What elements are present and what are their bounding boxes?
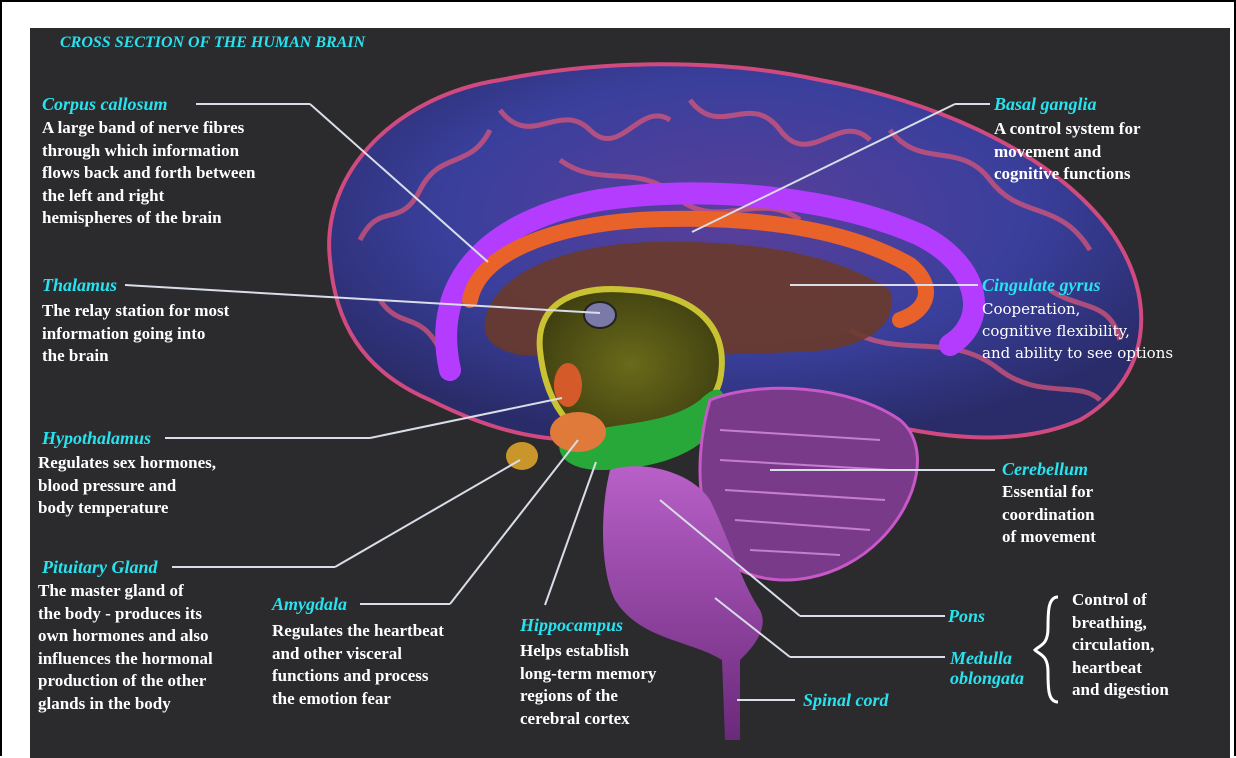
label-basal-ganglia: Basal ganglia [994, 94, 1097, 114]
desc-cingulate-gyrus: Cooperation, cognitive flexibility, and … [982, 298, 1173, 364]
desc-basal-ganglia: A control system for movement and cognit… [994, 118, 1141, 186]
desc-amygdala: Regulates the heartbeat and other viscer… [272, 620, 444, 710]
label-hypothalamus: Hypothalamus [42, 428, 151, 448]
label-thalamus: Thalamus [42, 275, 117, 295]
brainstem-brace [1035, 597, 1058, 702]
thalamus-node [584, 302, 616, 328]
label-amygdala: Amygdala [272, 594, 347, 614]
desc-cerebellum: Essential for coordination of movement [1002, 481, 1096, 549]
label-spinal-cord: Spinal cord [803, 690, 889, 710]
desc-hypothalamus: Regulates sex hormones, blood pressure a… [38, 452, 216, 520]
label-cingulate-gyrus: Cingulate gyrus [982, 275, 1101, 295]
label-corpus-callosum: Corpus callosum [42, 94, 168, 114]
desc-pituitary: The master gland of the body - produces … [38, 580, 213, 715]
label-pons: Pons [948, 606, 985, 626]
desc-brainstem-group: Control of breathing, circulation, heart… [1072, 589, 1169, 702]
cerebellum-shape [700, 388, 917, 580]
leader-hippocampus [545, 462, 596, 605]
label-hippocampus: Hippocampus [520, 615, 623, 635]
desc-hippocampus: Helps establish long-term memory regions… [520, 640, 656, 730]
amygdala-shape [550, 412, 606, 452]
label-pituitary: Pituitary Gland [42, 557, 158, 577]
desc-thalamus: The relay station for most information g… [42, 300, 229, 368]
diagram-title: CROSS SECTION OF THE HUMAN BRAIN [60, 34, 365, 52]
hypothalamus-shape [554, 363, 582, 407]
label-cerebellum: Cerebellum [1002, 459, 1088, 479]
desc-corpus-callosum: A large band of nerve fibres through whi… [42, 117, 255, 230]
label-medulla: Medulla oblongata [950, 648, 1024, 688]
